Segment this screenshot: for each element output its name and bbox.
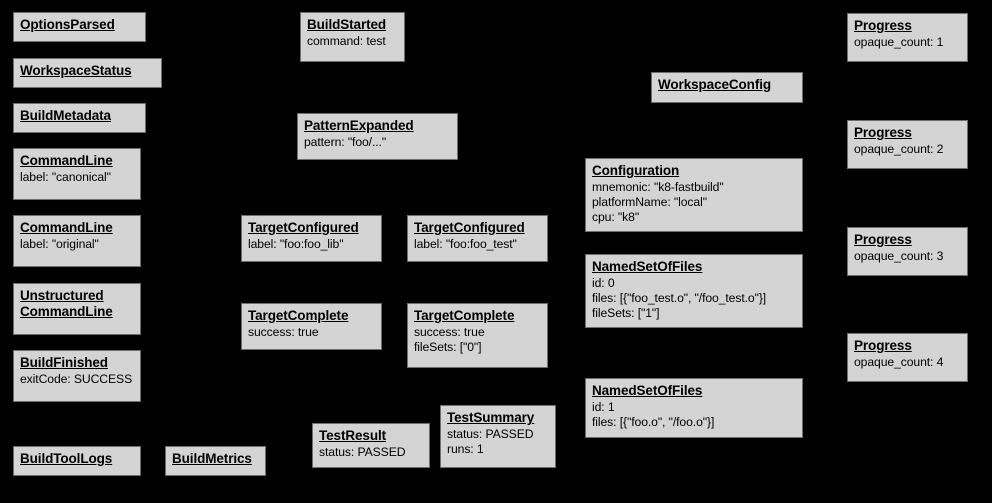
node-fields: opaque_count: 4 — [854, 355, 961, 370]
node-test-result[interactable]: TestResult status: PASSED — [312, 423, 430, 468]
node-workspace-config[interactable]: WorkspaceConfig — [651, 72, 803, 103]
node-field: opaque_count: 1 — [854, 35, 944, 49]
node-field: status: PASSED — [447, 427, 534, 441]
node-field: id: 0 — [592, 276, 615, 290]
node-fields: opaque_count: 1 — [854, 35, 961, 50]
node-title: TargetConfigured — [248, 220, 359, 235]
node-title: TestSummary — [447, 410, 535, 425]
node-field: fileSets: ["1"] — [592, 306, 660, 320]
node-title: CommandLine — [20, 220, 113, 235]
node-progress-3[interactable]: Progress opaque_count: 3 — [847, 227, 968, 276]
node-options-parsed[interactable]: OptionsParsed — [13, 12, 146, 42]
node-unstructured-command-line[interactable]: Unstructured CommandLine — [13, 283, 141, 335]
node-field: opaque_count: 2 — [854, 142, 944, 156]
node-field: files: [{"foo.o", "/foo.o"}] — [592, 415, 715, 429]
node-title: NamedSetOfFiles — [592, 259, 703, 274]
node-field: files: [{"foo_test.o", "/foo_test.o"}] — [592, 291, 767, 305]
node-build-metadata[interactable]: BuildMetadata — [13, 103, 146, 133]
node-title: Configuration — [592, 163, 680, 178]
node-fields: mnemonic: "k8-fastbuild"platformName: "l… — [592, 180, 796, 225]
node-field: cpu: "k8" — [592, 210, 640, 224]
node-field: fileSets: ["0"] — [414, 340, 482, 354]
node-title: BuildFinished — [20, 355, 108, 370]
node-field: label: "foo:foo_lib" — [248, 237, 344, 251]
node-title: NamedSetOfFiles — [592, 383, 703, 398]
node-fields: label: "original" — [20, 237, 134, 252]
node-field: label: "original" — [20, 237, 99, 251]
node-workspace-status[interactable]: WorkspaceStatus — [13, 58, 162, 88]
node-field: command: test — [307, 34, 386, 48]
node-field: status: PASSED — [319, 445, 406, 459]
node-fields: label: "canonical" — [20, 170, 134, 185]
node-title: TargetComplete — [414, 308, 515, 323]
node-fields: opaque_count: 3 — [854, 249, 961, 264]
node-field: label: "foo:foo_test" — [414, 237, 517, 251]
node-title: PatternExpanded — [304, 118, 414, 133]
node-title: BuildMetadata — [20, 108, 111, 123]
node-build-metrics[interactable]: BuildMetrics — [165, 446, 266, 476]
node-title: Progress — [854, 125, 912, 140]
node-fields: success: true — [248, 325, 375, 340]
node-target-complete-lib[interactable]: TargetComplete success: true — [241, 303, 382, 350]
node-progress-2[interactable]: Progress opaque_count: 2 — [847, 120, 968, 169]
node-pattern-expanded[interactable]: PatternExpanded pattern: "foo/..." — [297, 113, 458, 160]
node-command-line-canonical[interactable]: CommandLine label: "canonical" — [13, 148, 141, 200]
node-fields: pattern: "foo/..." — [304, 135, 451, 150]
node-title: TestResult — [319, 428, 387, 443]
node-field: exitCode: SUCCESS — [20, 372, 133, 386]
node-field: success: true — [248, 325, 319, 339]
node-fields: opaque_count: 2 — [854, 142, 961, 157]
node-title: BuildStarted — [307, 17, 387, 32]
node-field: success: true — [414, 325, 485, 339]
node-title: Unstructured CommandLine — [20, 288, 113, 319]
node-title: TargetComplete — [248, 308, 349, 323]
node-title: OptionsParsed — [20, 17, 115, 32]
node-field: pattern: "foo/..." — [304, 135, 387, 149]
node-build-started[interactable]: BuildStarted command: test — [300, 12, 405, 62]
node-fields: status: PASSED — [319, 445, 423, 460]
node-title: Progress — [854, 338, 912, 353]
node-title: WorkspaceConfig — [658, 77, 772, 92]
node-title: Progress — [854, 232, 912, 247]
node-configuration[interactable]: Configuration mnemonic: "k8-fastbuild"pla… — [585, 158, 803, 232]
node-fields: exitCode: SUCCESS — [20, 372, 134, 387]
node-field: runs: 1 — [447, 442, 484, 456]
node-field: opaque_count: 4 — [854, 355, 944, 369]
node-title: BuildToolLogs — [20, 451, 113, 466]
node-title: CommandLine — [20, 153, 113, 168]
node-fields: command: test — [307, 34, 398, 49]
node-field: opaque_count: 3 — [854, 249, 944, 263]
node-target-configured-foo-test[interactable]: TargetConfigured label: "foo:foo_test" — [407, 215, 548, 262]
node-target-configured-foo-lib[interactable]: TargetConfigured label: "foo:foo_lib" — [241, 215, 382, 262]
node-command-line-original[interactable]: CommandLine label: "original" — [13, 215, 141, 267]
node-progress-1[interactable]: Progress opaque_count: 1 — [847, 13, 968, 62]
node-field: id: 1 — [592, 400, 615, 414]
node-fields: label: "foo:foo_lib" — [248, 237, 375, 252]
node-field: label: "canonical" — [20, 170, 111, 184]
node-title: Progress — [854, 18, 912, 33]
node-title: BuildMetrics — [172, 451, 252, 466]
node-fields: label: "foo:foo_test" — [414, 237, 541, 252]
node-title: WorkspaceStatus — [20, 63, 132, 78]
node-field: platformName: "local" — [592, 195, 707, 209]
node-title: TargetConfigured — [414, 220, 525, 235]
node-build-tool-logs[interactable]: BuildToolLogs — [13, 446, 141, 476]
node-progress-4[interactable]: Progress opaque_count: 4 — [847, 333, 968, 382]
node-field: mnemonic: "k8-fastbuild" — [592, 180, 724, 194]
node-build-finished[interactable]: BuildFinished exitCode: SUCCESS — [13, 350, 141, 402]
